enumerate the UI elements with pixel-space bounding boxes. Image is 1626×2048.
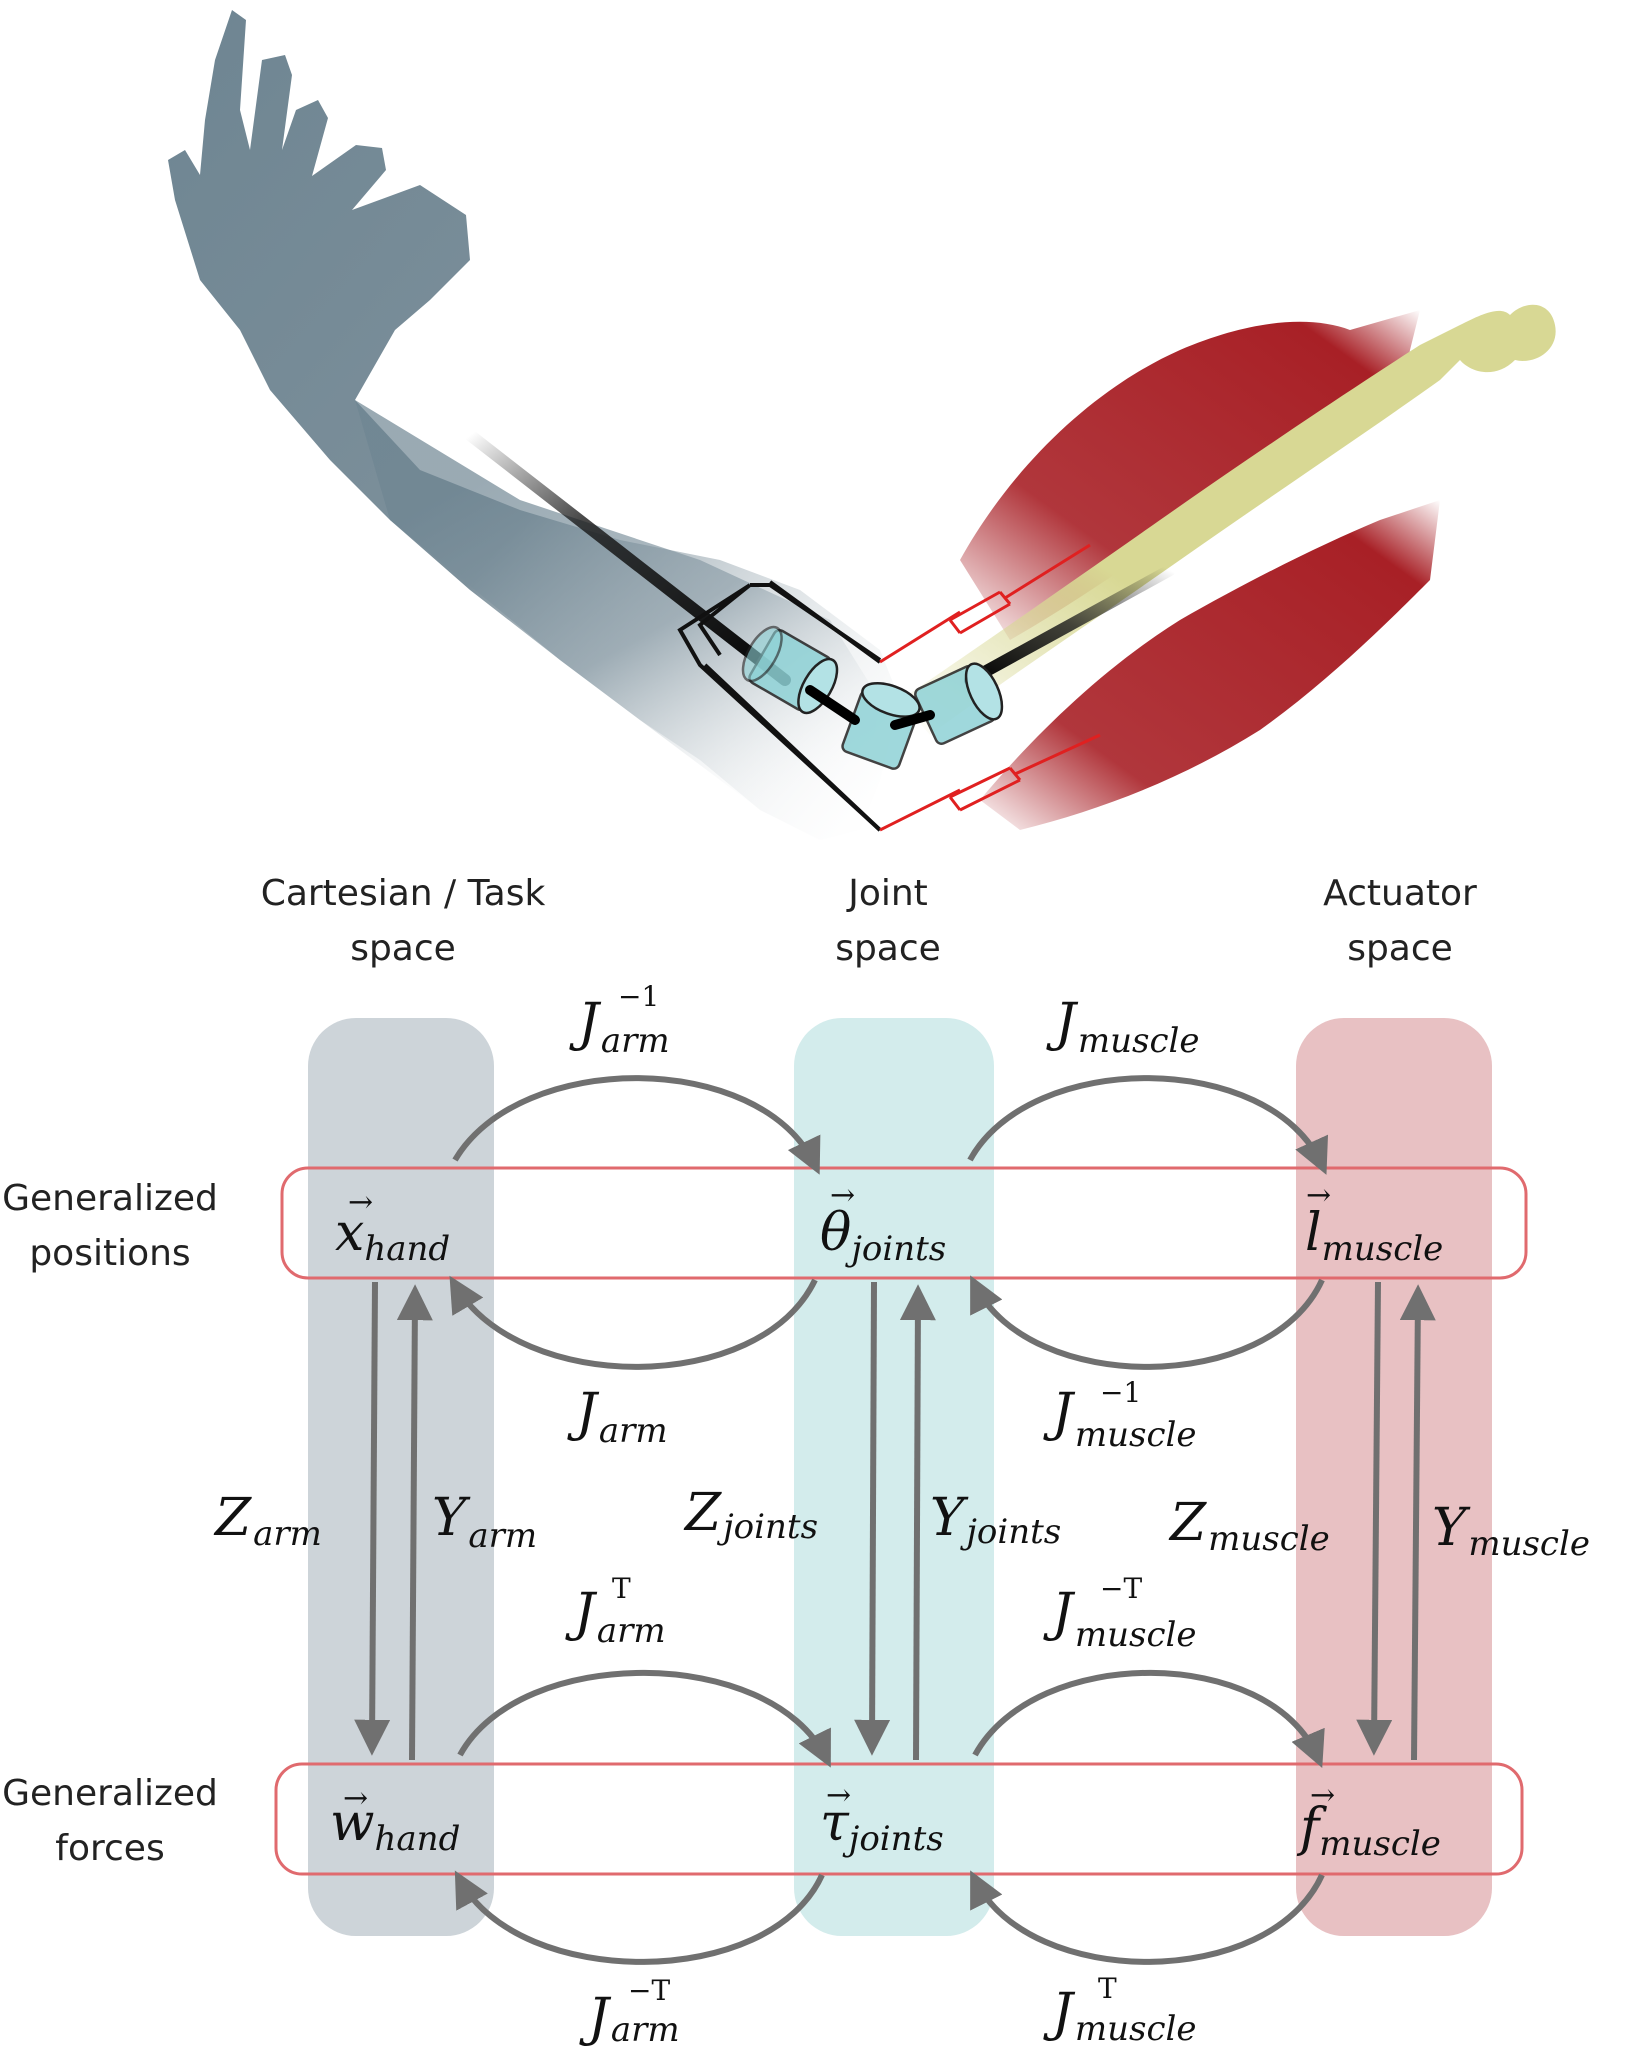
actuator-space-label-line2: space — [1347, 928, 1453, 969]
task-space-label-line2: space — [350, 928, 456, 969]
svg-text:→: → — [1306, 1178, 1331, 1213]
svg-text:→: → — [826, 1778, 851, 1813]
svg-text:Zarm: Zarm — [213, 1488, 322, 1554]
generalized-positions-row — [280, 1166, 1528, 1280]
map-label-z-joints: Zjoints — [683, 1483, 818, 1547]
map-label-z-arm: Zarm — [213, 1488, 322, 1554]
svg-text:Jarm: Jarm — [579, 1988, 680, 2048]
map-label-j-muscle-inv: Jmuscle −1 — [1043, 1376, 1196, 1455]
svg-text:Jmuscle: Jmuscle — [1046, 993, 1199, 1061]
joint-space-label-line2: space — [835, 928, 941, 969]
svg-text:Zmuscle: Zmuscle — [1168, 1493, 1330, 1559]
joint-bracket-outer — [703, 580, 882, 832]
map-label-y-muscle: Ymuscle — [1432, 1498, 1590, 1564]
positions-label-line2: positions — [29, 1233, 190, 1274]
upper-muscle — [960, 310, 1420, 640]
arrow-j-muscle-t — [970, 1870, 1325, 1965]
svg-text:→: → — [830, 1178, 855, 1213]
svg-text:T: T — [1098, 1972, 1117, 2005]
task-space-label-line1: Cartesian / Task — [261, 873, 546, 914]
node-x-hand: → xhand — [335, 1185, 450, 1269]
svg-text:→: → — [343, 1781, 368, 1816]
svg-text:Jmuscle: Jmuscle — [1043, 1983, 1196, 2048]
node-tau-joints: → τjoints — [820, 1778, 944, 1859]
svg-text:Zjoints: Zjoints — [683, 1483, 818, 1547]
forces-label-line2: forces — [55, 1828, 164, 1869]
svg-text:Yjoints: Yjoints — [930, 1488, 1061, 1552]
joint-space-label-line1: Joint — [846, 873, 928, 914]
arrow-z-arm — [354, 1281, 391, 1756]
generalized-forces-row — [274, 1762, 1524, 1876]
joint-space-column — [794, 1018, 994, 1936]
lower-tendon — [879, 733, 1101, 832]
arrow-j-arm-t — [457, 1669, 831, 1768]
svg-text:→: → — [1310, 1778, 1335, 1813]
svg-text:−1: −1 — [1100, 1376, 1141, 1409]
arrow-j-muscle — [967, 1075, 1328, 1175]
row-labels: Generalized positions Generalized forces — [2, 1178, 218, 1869]
svg-text:−T: −T — [628, 1974, 670, 2007]
joint-cylinders — [741, 625, 1004, 770]
forearm-rod — [464, 429, 791, 686]
svg-text:whand: whand — [330, 1793, 460, 1859]
svg-text:−1: −1 — [618, 980, 659, 1013]
map-label-j-muscle: Jmuscle — [1046, 993, 1199, 1061]
node-f-muscle: → fmuscle — [1296, 1778, 1441, 1864]
arrow-j-arm — [449, 1275, 818, 1370]
forearm-shade — [355, 400, 880, 830]
map-label-z-muscle: Zmuscle — [1168, 1493, 1330, 1559]
upper-arm-rod — [964, 564, 1176, 686]
svg-text:τjoints: τjoints — [820, 1793, 944, 1859]
node-theta-joints: → θjoints — [820, 1178, 946, 1269]
arrow-j-arm-inv — [452, 1075, 821, 1175]
svg-text:T: T — [612, 1572, 631, 1605]
arrow-y-arm — [396, 1284, 433, 1761]
actuator-space-label-line1: Actuator — [1323, 873, 1477, 914]
arrow-j-arm-inv-t — [454, 1870, 825, 1965]
svg-text:θjoints: θjoints — [820, 1203, 946, 1269]
arrow-y-joints — [899, 1284, 936, 1761]
forces-label-line1: Generalized — [2, 1773, 218, 1814]
node-l-muscle: → lmuscle — [1305, 1178, 1443, 1269]
mapping-arrows — [354, 1075, 1436, 1965]
svg-text:xhand: xhand — [335, 1203, 450, 1269]
actuator-space-column — [1296, 1018, 1492, 1936]
map-label-j-muscle-t: Jmuscle T — [1043, 1972, 1196, 2048]
map-label-j-arm-inv-t: Jarm −T — [579, 1974, 680, 2048]
arrow-y-muscle — [1399, 1284, 1436, 1761]
svg-text:Ymuscle: Ymuscle — [1432, 1498, 1590, 1564]
task-space-column — [308, 1018, 494, 1936]
map-label-y-arm: Yarm — [432, 1488, 537, 1556]
arrow-z-muscle — [1356, 1281, 1393, 1756]
arrow-z-joints — [854, 1281, 891, 1756]
arrow-j-muscle-inv — [970, 1275, 1325, 1370]
svg-text:−T: −T — [1100, 1572, 1142, 1605]
svg-text:lmuscle: lmuscle — [1305, 1203, 1443, 1269]
positions-label-line1: Generalized — [2, 1178, 218, 1219]
upper-tendon — [879, 543, 1091, 664]
map-label-j-arm-inv: Jarm −1 — [569, 980, 670, 1061]
map-label-j-muscle-inv-t: Jmuscle −T — [1043, 1572, 1196, 1655]
arm-illustration — [168, 10, 1556, 840]
lower-muscle — [980, 500, 1440, 830]
column-labels: Cartesian / Task space Joint space Actua… — [261, 873, 1477, 969]
map-label-j-arm: Jarm — [567, 1383, 668, 1451]
map-label-j-arm-t: Jarm T — [565, 1572, 666, 1651]
arrow-j-muscle-inv-t — [972, 1669, 1325, 1768]
node-w-hand: → whand — [330, 1781, 460, 1859]
svg-text:→: → — [348, 1185, 373, 1220]
svg-text:Yarm: Yarm — [432, 1488, 537, 1556]
map-label-y-joints: Yjoints — [930, 1488, 1061, 1552]
svg-text:Jarm: Jarm — [567, 1383, 668, 1451]
